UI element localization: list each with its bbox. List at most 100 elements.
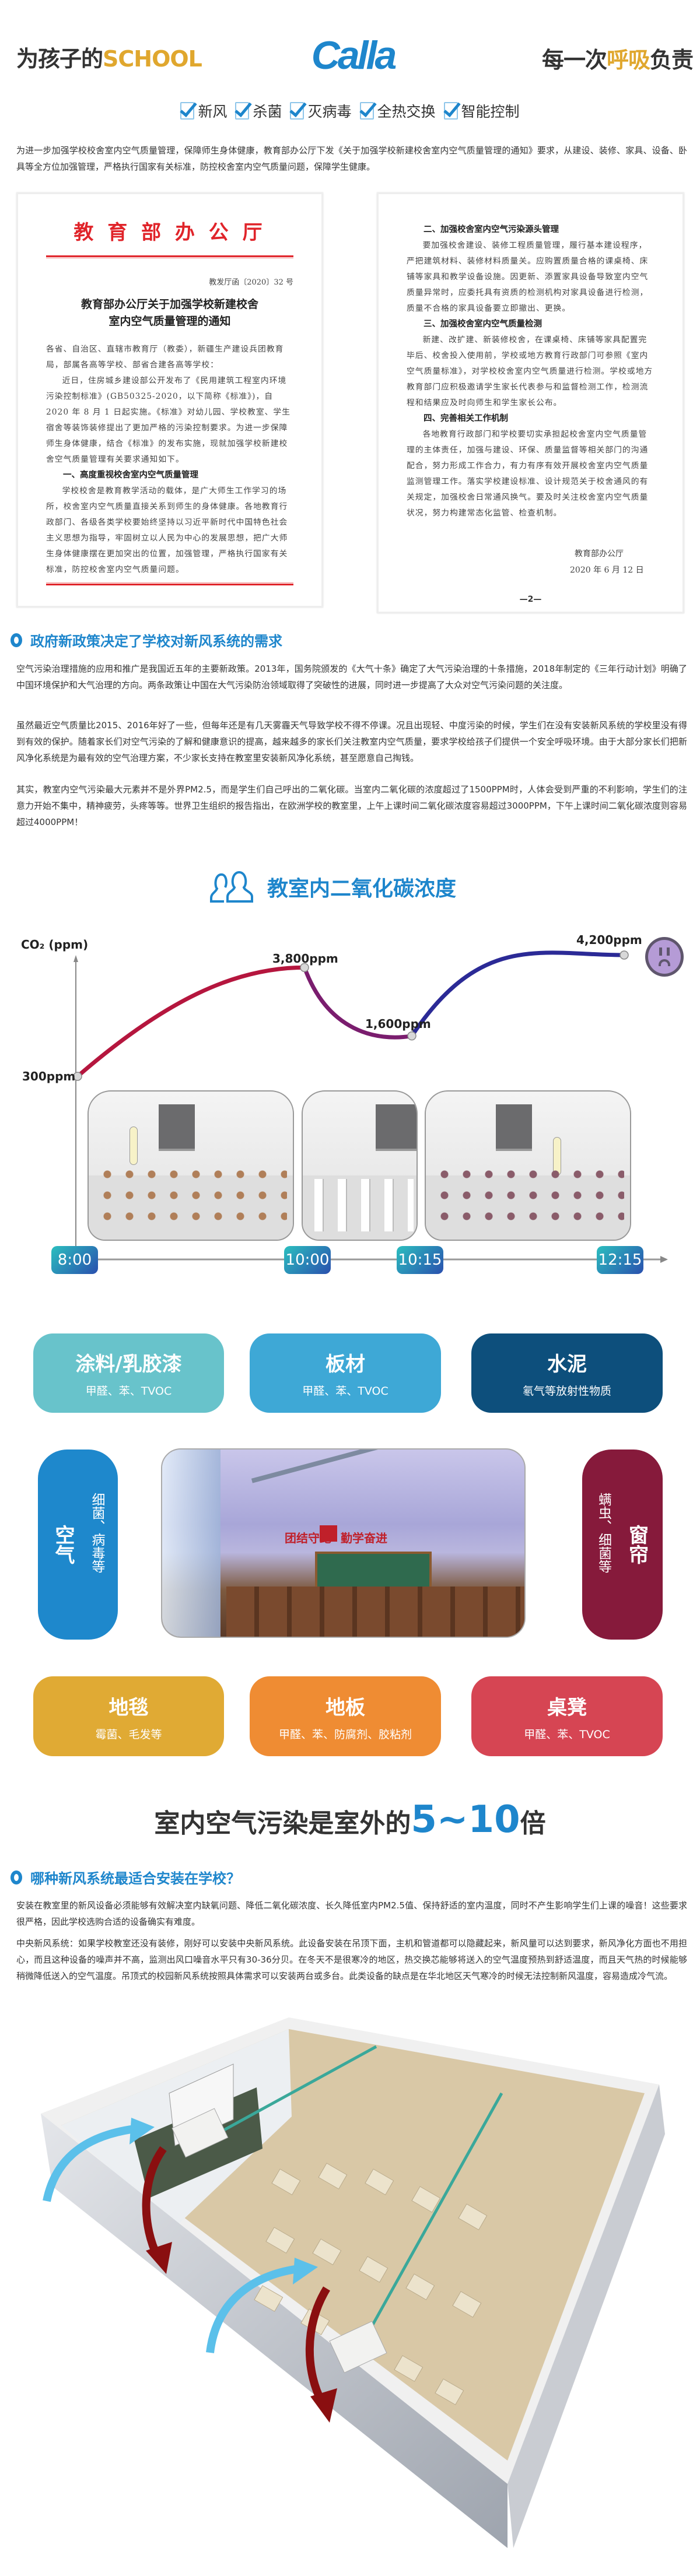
source-pollutants: 氡气等放射性物质 bbox=[522, 1385, 611, 1398]
source-card-cement: 水泥氡气等放射性物质 bbox=[471, 1333, 663, 1413]
fresh-air-unit bbox=[329, 2321, 387, 2374]
feature-item: 灭病毒 bbox=[290, 100, 352, 121]
document-paragraph: 要加强校舍建设、装修工程质量管理，履行基本建设程序，严把建筑材料、装修材料质量关… bbox=[407, 241, 649, 313]
red-divider bbox=[46, 582, 293, 585]
co2-line-segment bbox=[75, 965, 307, 1079]
document-title-line: 教育部办公厅关于加强学校新建校舍 bbox=[80, 298, 258, 311]
source-pill-curtain: 螨虫、细菌等 窗帘 bbox=[582, 1450, 663, 1640]
document-section-heading: 四、完善相关工作机制 bbox=[424, 414, 508, 423]
document-title-line: 室内空气质量管理的通知 bbox=[108, 315, 231, 328]
document-paragraph: 新建、改扩建、新装修校舍，在课桌椅、床铺等家具配置完毕后、校舍投入使用前，学校或… bbox=[407, 335, 653, 408]
feature-label: 全热交换 bbox=[377, 103, 436, 120]
document-paragraph: 学校校舍是教育教学活动的载体，是广大师生工作学习的场所，校舍室内空气质量直接关系… bbox=[46, 486, 288, 574]
policy-paragraph: 虽然最近空气质量比2015、2016年好了一些，但每年还是有几天雾霾天气导致学校… bbox=[16, 720, 687, 763]
people-icon bbox=[210, 871, 253, 903]
source-title: 窗帘 bbox=[625, 1525, 649, 1564]
ventilation-classroom-illustration bbox=[41, 2017, 665, 2548]
feature-item: 全热交换 bbox=[359, 100, 436, 121]
slogan-left-text: 为孩子的 bbox=[16, 46, 103, 72]
data-label-3: 4,200ppm bbox=[576, 933, 642, 947]
classroom-panel-full bbox=[88, 1090, 294, 1241]
blackboard bbox=[496, 1104, 532, 1151]
notice-document-page-2: 二、加强校舍室内空气污染源头管理 要加强校舍建设、装修工程质量管理，履行基本建设… bbox=[377, 192, 684, 613]
document-section-heading: 一、高度重视校舍室内空气质量管理 bbox=[63, 471, 198, 480]
front-wall bbox=[41, 2114, 508, 2548]
x-axis-arrow bbox=[660, 1256, 668, 1263]
co2-data-point bbox=[407, 1031, 416, 1041]
document-org-header: 教 育 部 办 公 厅 bbox=[74, 221, 266, 244]
window bbox=[162, 1450, 220, 1637]
fresh-air-unit bbox=[172, 2108, 229, 2158]
co2-line-segment bbox=[302, 965, 414, 1040]
teacher-figure bbox=[130, 1126, 138, 1165]
policy-paragraph: 空气污染治理措施的应用和推广是我国近五年的主要新政策。2013年，国务院颁发的《… bbox=[16, 664, 687, 690]
multiplier-text: 室内空气污染是室外的 bbox=[154, 1809, 411, 1838]
document-section-heading: 二、加强校舍室内空气污染源头管理 bbox=[424, 225, 559, 234]
source-pollutants: 螨虫、细菌等 bbox=[596, 1493, 611, 1573]
co2-line-segment bbox=[410, 950, 626, 1038]
source-title: 地板 bbox=[326, 1696, 365, 1719]
document-paragraph: 各地教育行政部门和学校要切实承担起校舍室内空气质量管理的主体责任，加强与建设、环… bbox=[407, 430, 649, 518]
desks bbox=[226, 1587, 524, 1637]
students bbox=[100, 1167, 287, 1231]
slogan-left: 为孩子的SCHOOL bbox=[16, 41, 202, 73]
source-card-board: 板材甲醛、苯、TVOC bbox=[250, 1333, 441, 1413]
side-wall bbox=[508, 2084, 665, 2548]
flag bbox=[320, 1525, 337, 1542]
source-pollutants: 甲醛、苯、防腐剂、胶粘剂 bbox=[278, 1728, 412, 1741]
section-heading-text: 政府新政策决定了学校对新风系统的需求 bbox=[30, 633, 282, 650]
banner-right: 勤学奋进 bbox=[341, 1531, 387, 1545]
checkmark-icon bbox=[290, 102, 304, 120]
exhaust-air-arrow bbox=[305, 2286, 330, 2405]
document-page-number: —2— bbox=[519, 595, 542, 604]
arrow-head bbox=[293, 2258, 318, 2284]
co2-data-point bbox=[620, 950, 629, 960]
source-pollutants: 细菌、病毒等 bbox=[89, 1493, 104, 1573]
slogan-right-suffix: 负责 bbox=[649, 47, 694, 73]
source-card-paint: 涂料/乳胶漆甲醛、苯、TVOC bbox=[33, 1333, 224, 1413]
multiplier-headline: 室内空气污染是室外的5~10倍 bbox=[0, 1798, 700, 1841]
slogan-right-text: 每一次 bbox=[541, 47, 607, 73]
section-heading-text: 哪种新风系统最适合安装在学校？ bbox=[30, 1870, 240, 1887]
data-label-1: 3,800ppm bbox=[272, 952, 338, 966]
classroom-panel-full bbox=[425, 1090, 631, 1241]
time-tick-label: 10:15 bbox=[397, 1246, 443, 1274]
arrow-head bbox=[146, 2242, 172, 2274]
feature-list: 新风 杀菌 灭病毒 全热交换 智能控制 bbox=[0, 100, 700, 121]
red-divider bbox=[46, 255, 293, 258]
feature-label: 新风 bbox=[198, 103, 228, 120]
checkmark-icon bbox=[235, 102, 250, 120]
empty-desks bbox=[314, 1179, 414, 1231]
data-label-0: 300ppm bbox=[22, 1069, 76, 1083]
students bbox=[438, 1167, 624, 1231]
source-title: 涂料/乳胶漆 bbox=[75, 1353, 182, 1376]
air-duct bbox=[194, 2045, 377, 2147]
classroom-photo: 团结守纪 勤学奋进 bbox=[161, 1448, 526, 1638]
section-heading-system: 哪种新风系统最适合安装在学校？ bbox=[10, 1867, 240, 1887]
section-heading-policy: 政府新政策决定了学校对新风系统的需求 bbox=[10, 630, 282, 650]
air-duct bbox=[357, 2092, 503, 2351]
banner-left: 团结守纪 bbox=[285, 1531, 331, 1545]
intro-paragraph: 为进一步加强学校校舍室内空气质量管理，保障师生身体健康，教育部办公厅下发《关于加… bbox=[16, 145, 687, 172]
co2-data-point bbox=[300, 963, 309, 973]
feature-item: 新风 bbox=[180, 100, 227, 121]
central-system-paragraph: 中央新风系统：如果学校教室还没有装修，刚好可以安装中央新风系统。此设备安装在吊顶… bbox=[16, 1938, 687, 1981]
source-card-floor: 地板甲醛、苯、防腐剂、胶粘剂 bbox=[250, 1676, 441, 1756]
feature-item: 智能控制 bbox=[443, 100, 520, 121]
source-pollutants: 霉菌、毛发等 bbox=[95, 1728, 162, 1741]
source-title: 地毯 bbox=[108, 1696, 149, 1719]
feature-label: 灭病毒 bbox=[307, 103, 352, 120]
document-sign-org: 教育部办公厅 bbox=[575, 549, 624, 559]
document-number: 教发厅函〔2020〕32 号 bbox=[209, 278, 293, 287]
fresh-air-intake-arrow bbox=[206, 2264, 304, 2353]
source-pollutants: 甲醛、苯、TVOC bbox=[302, 1385, 388, 1398]
feature-label: 杀菌 bbox=[253, 103, 282, 120]
data-label-2: 1,600ppm bbox=[365, 1017, 431, 1031]
feature-item: 杀菌 bbox=[235, 100, 282, 121]
document-title: 教育部办公厅关于加强学校新建校舍室内空气质量管理的通知 bbox=[46, 296, 293, 330]
slogan-right: 每一次呼吸负责 bbox=[541, 42, 694, 74]
source-pollutants: 甲醛、苯、TVOC bbox=[524, 1728, 610, 1741]
fresh-air-intake-arrow bbox=[43, 2124, 141, 2202]
circle-bullet-icon bbox=[10, 633, 22, 647]
